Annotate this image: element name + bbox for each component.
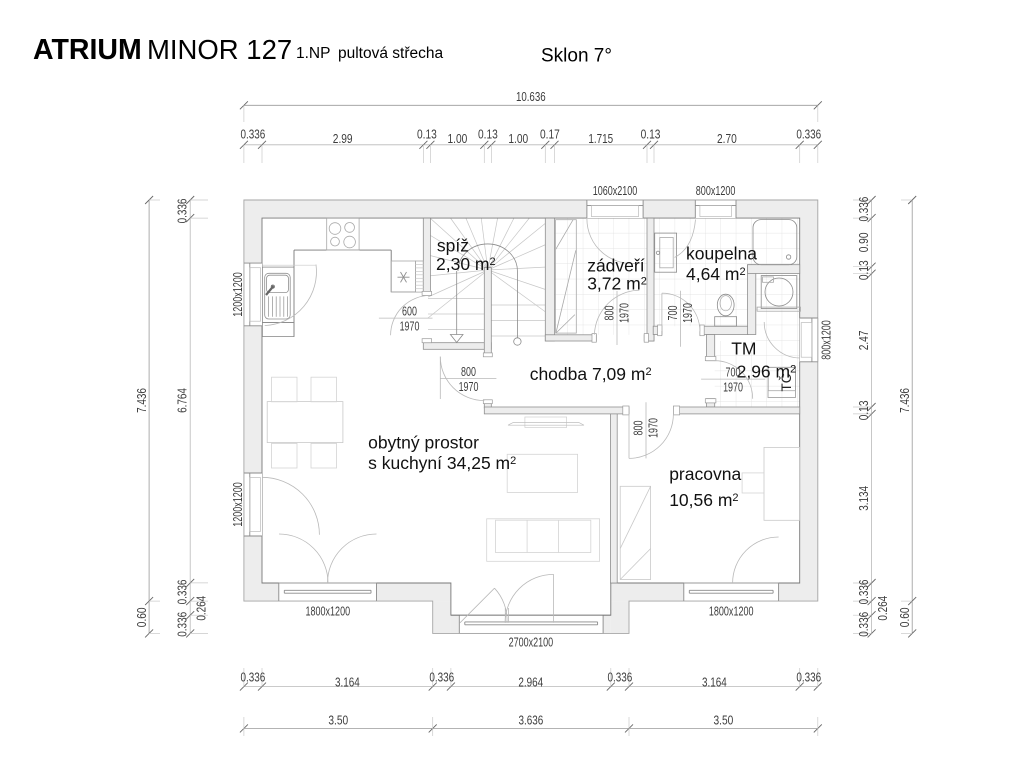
svg-text:0.336: 0.336 bbox=[175, 612, 190, 637]
svg-text:s kuchyní 34,25 m2: s kuchyní 34,25 m2 bbox=[368, 453, 516, 473]
svg-text:MINOR 127: MINOR 127 bbox=[147, 34, 292, 65]
svg-text:3.636: 3.636 bbox=[519, 712, 544, 727]
svg-text:600: 600 bbox=[402, 304, 417, 319]
svg-text:3.50: 3.50 bbox=[714, 712, 734, 727]
svg-text:800: 800 bbox=[631, 421, 646, 436]
svg-text:3.164: 3.164 bbox=[702, 674, 727, 689]
svg-text:koupelna: koupelna bbox=[686, 244, 757, 264]
svg-text:0.13: 0.13 bbox=[856, 260, 871, 280]
svg-text:obytný prostor: obytný prostor bbox=[368, 433, 479, 453]
svg-text:0.264: 0.264 bbox=[194, 596, 209, 621]
svg-text:0.336: 0.336 bbox=[796, 127, 821, 142]
svg-text:800x1200: 800x1200 bbox=[819, 320, 834, 360]
svg-text:0.336: 0.336 bbox=[796, 670, 821, 685]
svg-text:2.47: 2.47 bbox=[856, 331, 871, 351]
svg-text:1970: 1970 bbox=[617, 303, 632, 323]
svg-text:0.13: 0.13 bbox=[478, 127, 498, 142]
svg-text:2.70: 2.70 bbox=[717, 131, 737, 146]
svg-text:0.336: 0.336 bbox=[856, 580, 871, 605]
svg-text:ATRIUM: ATRIUM bbox=[33, 34, 142, 66]
svg-text:chodba 7,09 m2: chodba 7,09 m2 bbox=[530, 364, 652, 384]
svg-text:0.60: 0.60 bbox=[134, 607, 149, 627]
svg-text:2700x2100: 2700x2100 bbox=[509, 635, 554, 650]
svg-text:spíž: spíž bbox=[437, 236, 469, 256]
svg-text:1800x1200: 1800x1200 bbox=[306, 603, 351, 618]
svg-text:0.336: 0.336 bbox=[856, 197, 871, 222]
svg-text:800: 800 bbox=[461, 364, 476, 379]
svg-text:1200x1200: 1200x1200 bbox=[230, 482, 245, 527]
svg-text:0.336: 0.336 bbox=[856, 612, 871, 637]
svg-text:2,96 m2: 2,96 m2 bbox=[737, 361, 797, 381]
svg-text:3.50: 3.50 bbox=[328, 712, 348, 727]
svg-text:0.17: 0.17 bbox=[540, 127, 560, 142]
svg-text:1200x1200: 1200x1200 bbox=[230, 272, 245, 317]
svg-text:0.336: 0.336 bbox=[608, 670, 633, 685]
svg-text:1.NP: 1.NP bbox=[296, 45, 330, 62]
svg-text:1.00: 1.00 bbox=[448, 131, 468, 146]
svg-text:0.336: 0.336 bbox=[175, 580, 190, 605]
svg-text:4,64 m2: 4,64 m2 bbox=[686, 264, 746, 284]
svg-text:1.00: 1.00 bbox=[508, 131, 528, 146]
svg-text:1.715: 1.715 bbox=[588, 131, 613, 146]
svg-text:0.264: 0.264 bbox=[875, 596, 890, 621]
svg-text:1970: 1970 bbox=[723, 380, 743, 395]
svg-text:0.90: 0.90 bbox=[856, 233, 871, 253]
svg-text:0.13: 0.13 bbox=[641, 127, 661, 142]
svg-text:1060x2100: 1060x2100 bbox=[593, 183, 638, 198]
svg-text:1970: 1970 bbox=[400, 319, 420, 334]
svg-text:3.134: 3.134 bbox=[856, 486, 871, 511]
svg-text:2.99: 2.99 bbox=[333, 131, 353, 146]
svg-text:2,30 m2: 2,30 m2 bbox=[436, 254, 496, 274]
svg-text:0.336: 0.336 bbox=[429, 670, 454, 685]
svg-text:1800x1200: 1800x1200 bbox=[709, 603, 754, 618]
svg-text:3.164: 3.164 bbox=[335, 674, 360, 689]
svg-text:Sklon 7°: Sklon 7° bbox=[541, 45, 612, 66]
svg-text:700: 700 bbox=[665, 306, 680, 321]
svg-text:pultová střecha: pultová střecha bbox=[338, 45, 443, 62]
svg-text:TM: TM bbox=[731, 338, 756, 358]
svg-text:700: 700 bbox=[726, 365, 741, 380]
svg-text:0.336: 0.336 bbox=[241, 670, 266, 685]
svg-text:pracovna: pracovna bbox=[669, 464, 741, 484]
svg-text:800: 800 bbox=[602, 306, 617, 321]
svg-text:TČ: TČ bbox=[779, 373, 794, 391]
svg-text:0.336: 0.336 bbox=[175, 199, 190, 224]
svg-text:10,56 m2: 10,56 m2 bbox=[669, 490, 738, 510]
svg-text:0.60: 0.60 bbox=[897, 607, 912, 627]
svg-text:10.636: 10.636 bbox=[516, 89, 546, 104]
svg-text:3,72 m2: 3,72 m2 bbox=[587, 274, 647, 294]
svg-text:0.13: 0.13 bbox=[417, 127, 437, 142]
svg-text:7.436: 7.436 bbox=[897, 388, 912, 413]
svg-text:1970: 1970 bbox=[646, 418, 661, 438]
svg-text:0.13: 0.13 bbox=[856, 401, 871, 421]
svg-text:zádveří: zádveří bbox=[587, 256, 645, 276]
svg-text:1970: 1970 bbox=[459, 379, 479, 394]
svg-text:2.964: 2.964 bbox=[518, 674, 543, 689]
svg-text:1970: 1970 bbox=[680, 303, 695, 323]
svg-text:6.764: 6.764 bbox=[175, 388, 190, 413]
svg-text:0.336: 0.336 bbox=[241, 127, 266, 142]
svg-text:800x1200: 800x1200 bbox=[696, 183, 736, 198]
svg-text:7.436: 7.436 bbox=[134, 388, 149, 413]
